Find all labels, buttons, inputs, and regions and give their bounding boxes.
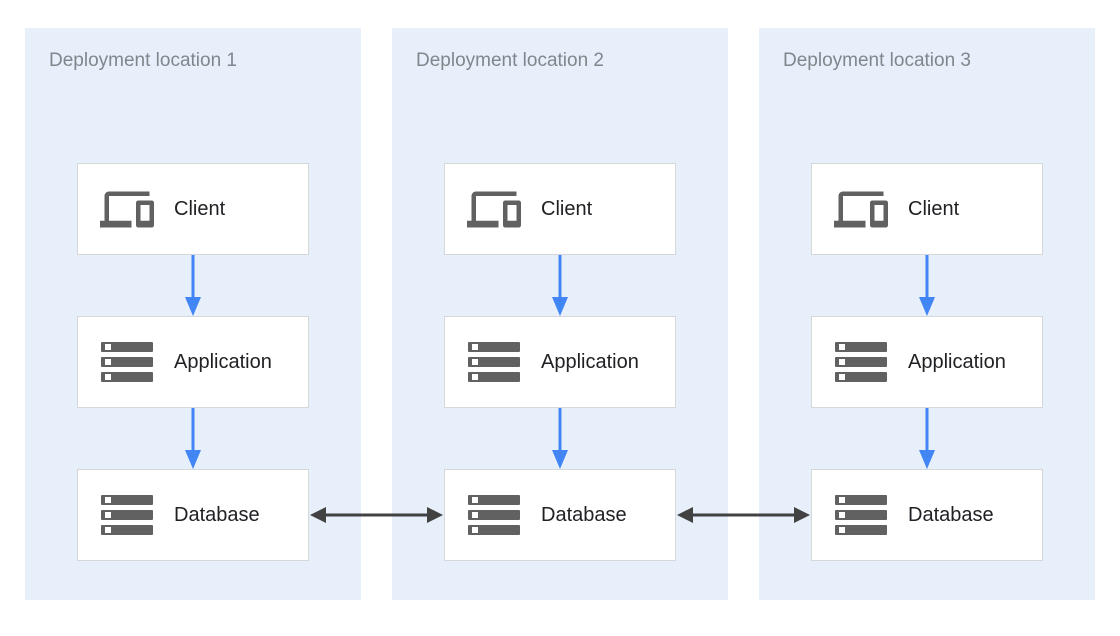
node-label: Client (541, 197, 593, 220)
server-stack-icon (99, 342, 155, 382)
panel-title: Deployment location 1 (49, 50, 237, 71)
application-node: Application (77, 316, 309, 408)
database-node: Database (444, 469, 676, 561)
node-label: Application (174, 350, 272, 373)
server-stack-icon (833, 342, 889, 382)
application-node: Application (811, 316, 1043, 408)
devices-icon (466, 187, 522, 232)
node-label: Database (541, 503, 627, 526)
devices-icon (833, 187, 889, 232)
application-to-database-arrow (919, 408, 935, 469)
node-label: Client (174, 197, 226, 220)
database-node: Database (811, 469, 1043, 561)
client-node: Client (811, 163, 1043, 255)
node-label: Database (174, 503, 260, 526)
application-to-database-arrow (552, 408, 568, 469)
database-replication-arrow-2-3 (677, 507, 810, 523)
node-label: Client (908, 197, 960, 220)
deployment-panel-3: Deployment location 3 Client Application… (759, 28, 1095, 600)
node-label: Database (908, 503, 994, 526)
node-label: Application (541, 350, 639, 373)
panel-title: Deployment location 2 (416, 50, 604, 71)
client-to-application-arrow (552, 255, 568, 316)
client-node: Client (77, 163, 309, 255)
client-to-application-arrow (919, 255, 935, 316)
server-stack-icon (833, 495, 889, 535)
node-label: Application (908, 350, 1006, 373)
panel-title: Deployment location 3 (783, 50, 971, 71)
application-to-database-arrow (185, 408, 201, 469)
deployment-panel-2: Deployment location 2 Client Application… (392, 28, 728, 600)
application-node: Application (444, 316, 676, 408)
client-to-application-arrow (185, 255, 201, 316)
deployment-panel-1: Deployment location 1 Client Application… (25, 28, 361, 600)
server-stack-icon (466, 495, 522, 535)
server-stack-icon (466, 342, 522, 382)
server-stack-icon (99, 495, 155, 535)
client-node: Client (444, 163, 676, 255)
database-replication-arrow-1-2 (310, 507, 443, 523)
database-node: Database (77, 469, 309, 561)
devices-icon (99, 187, 155, 232)
